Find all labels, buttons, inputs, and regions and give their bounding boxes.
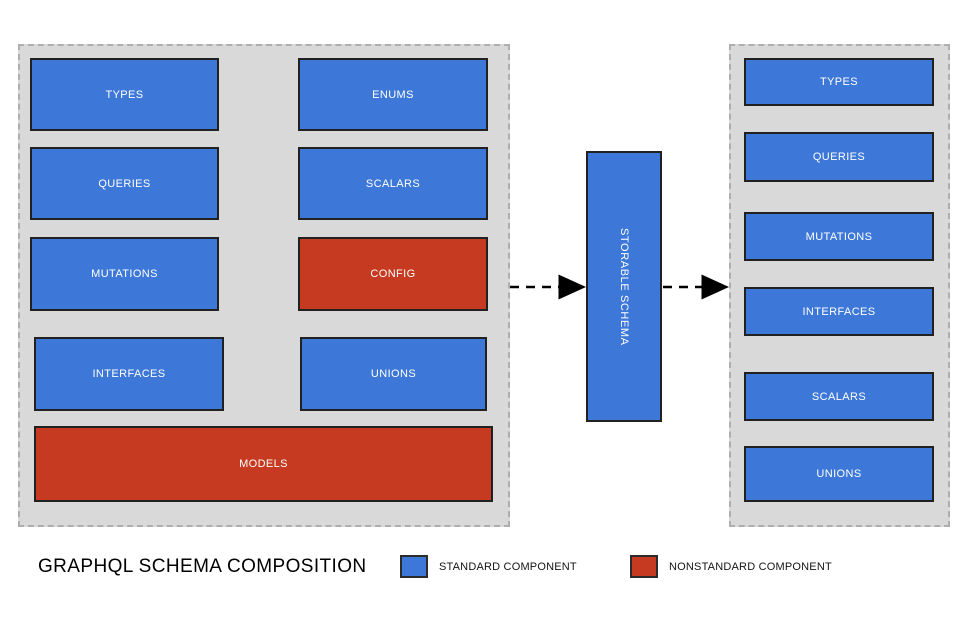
box-label: SCALARS: [811, 390, 867, 403]
box-config: CONFIG: [298, 237, 488, 311]
source-components-panel: TYPES ENUMS QUERIES SCALARS MUTATIONS CO…: [18, 44, 510, 527]
box-label: SCALARS: [365, 177, 421, 190]
legend-label-nonstandard: NONSTANDARD COMPONENT: [669, 560, 832, 573]
box-enums: ENUMS: [298, 58, 488, 131]
composed-schema-panel: TYPES QUERIES MUTATIONS INTERFACES SCALA…: [729, 44, 950, 527]
box-label: ENUMS: [372, 88, 414, 101]
box-label: MUTATIONS: [805, 230, 873, 243]
box-mutations-right: MUTATIONS: [744, 212, 934, 261]
box-queries-right: QUERIES: [744, 132, 934, 182]
box-scalars-right: SCALARS: [744, 372, 934, 421]
box-label: INTERFACES: [802, 305, 876, 318]
legend-swatch-standard: [400, 555, 428, 578]
box-mutations-left: MUTATIONS: [30, 237, 219, 311]
box-queries-left: QUERIES: [30, 147, 219, 220]
box-unions-right: UNIONS: [744, 446, 934, 502]
box-label: CONFIG: [370, 268, 416, 280]
box-scalars-left: SCALARS: [298, 147, 488, 220]
legend-item-nonstandard: NONSTANDARD COMPONENT: [630, 555, 832, 578]
box-label: QUERIES: [98, 177, 151, 190]
box-storable-schema: STORABLE SCHEMA: [586, 151, 662, 422]
box-label: UNIONS: [816, 468, 862, 480]
legend-label-standard: STANDARD COMPONENT: [439, 560, 577, 573]
box-types-left: TYPES: [30, 58, 219, 131]
diagram-title: GRAPHQL SCHEMA COMPOSITION: [38, 556, 367, 577]
box-models: MODELS: [34, 426, 493, 502]
box-label: MUTATIONS: [91, 268, 158, 280]
box-types-right: TYPES: [744, 58, 934, 106]
box-unions-left: UNIONS: [300, 337, 487, 411]
box-label: STORABLE SCHEMA: [618, 227, 630, 346]
box-label: TYPES: [105, 88, 144, 101]
box-label: TYPES: [819, 76, 859, 88]
legend-item-standard: STANDARD COMPONENT: [400, 555, 577, 578]
box-label: UNIONS: [370, 368, 417, 380]
box-label: INTERFACES: [92, 368, 166, 380]
legend-swatch-nonstandard: [630, 555, 658, 578]
box-interfaces-right: INTERFACES: [744, 287, 934, 336]
box-label: MODELS: [239, 458, 288, 470]
box-interfaces-left: INTERFACES: [34, 337, 224, 411]
box-label: QUERIES: [812, 151, 866, 163]
